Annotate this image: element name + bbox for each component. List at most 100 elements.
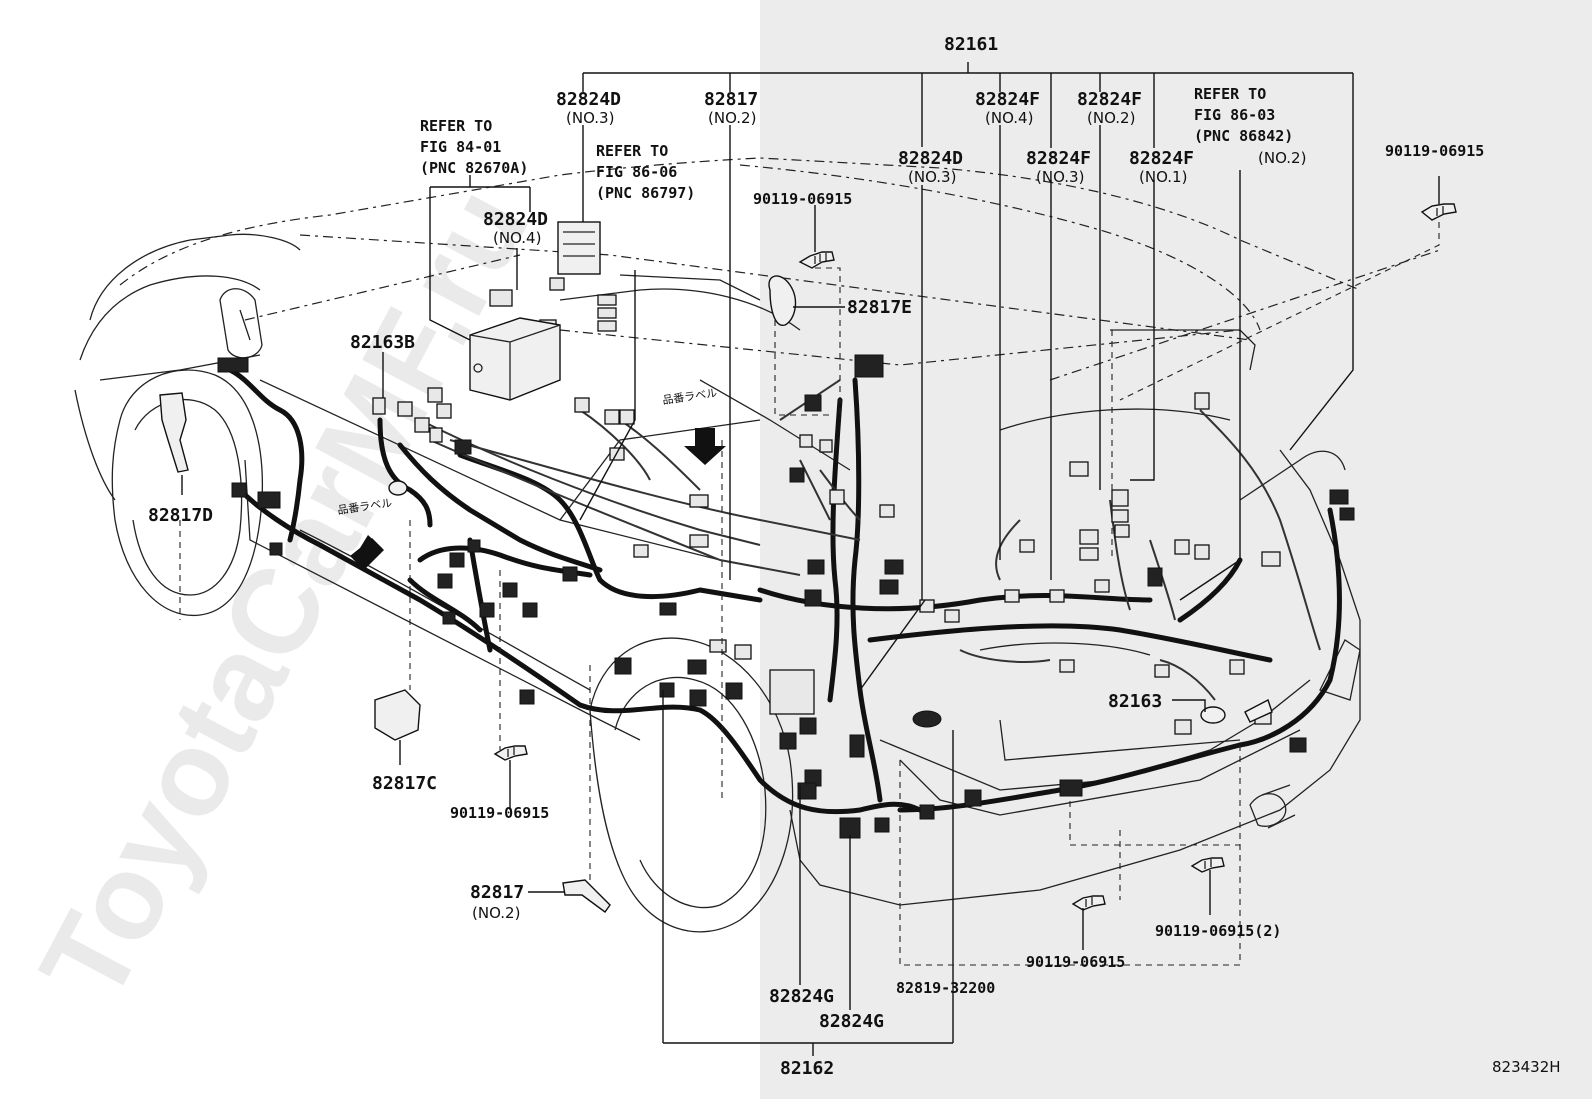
- connector: [779, 732, 797, 750]
- ref-note-line: (PNC 82670A): [420, 159, 528, 177]
- connector: [799, 717, 817, 735]
- connector: [1289, 737, 1307, 753]
- bolt-icon: [493, 745, 528, 761]
- connector: [1111, 509, 1129, 523]
- bracket-82817d: [159, 392, 189, 473]
- connector: [964, 789, 982, 807]
- part-label: 82162: [780, 1058, 834, 1079]
- connector: [597, 307, 617, 319]
- connector: [436, 403, 452, 419]
- connector: [217, 357, 249, 373]
- connector: [1339, 507, 1355, 521]
- part-label: 82824D: [898, 148, 963, 169]
- bolt-label: 90119-06915: [450, 804, 549, 822]
- connector: [919, 804, 935, 820]
- part-label: 82817: [470, 882, 524, 903]
- grommet-82163: [1200, 706, 1226, 724]
- connector: [597, 320, 617, 332]
- part-label: 82817E: [847, 297, 912, 318]
- control-module: [469, 317, 561, 401]
- connector: [467, 539, 481, 553]
- connector: [1174, 719, 1192, 735]
- ref-note-line: FIG 86-06: [596, 163, 677, 181]
- part-label: 82817D: [148, 505, 213, 526]
- connector: [874, 817, 890, 833]
- bolt-icon: [1071, 895, 1106, 911]
- connector: [619, 409, 635, 425]
- connector: [231, 482, 247, 498]
- connector: [597, 294, 617, 306]
- connector: [522, 602, 538, 618]
- connector: [1094, 579, 1110, 593]
- leader-lines: [181, 62, 1440, 1056]
- connector: [429, 427, 443, 443]
- bolt-label: 90119-06915(2): [1155, 922, 1281, 940]
- connector: [879, 579, 899, 595]
- connector: [614, 657, 632, 675]
- down-arrow-icon: [684, 428, 726, 465]
- connector: [397, 401, 413, 417]
- connector: [414, 417, 430, 433]
- figure-code: 823432H: [1492, 1058, 1561, 1076]
- connector: [849, 734, 865, 758]
- connector: [1059, 659, 1075, 673]
- parts: [159, 203, 1457, 913]
- part-label: 82163B: [350, 332, 415, 353]
- part-label: 82824F: [1026, 148, 1091, 169]
- connector: [442, 611, 456, 625]
- connector: [574, 397, 590, 413]
- ref-note-line: REFER TO: [420, 117, 492, 135]
- connector: [819, 439, 833, 453]
- connector: [804, 589, 822, 607]
- connector: [807, 559, 825, 575]
- part-label: 82824G: [769, 986, 834, 1007]
- connector: [1049, 589, 1065, 603]
- connector: [1114, 524, 1130, 538]
- connectors: [217, 277, 1355, 839]
- part-label: 82817C: [372, 773, 437, 794]
- connector: [1004, 589, 1020, 603]
- connector: [689, 534, 709, 548]
- connector: [689, 494, 709, 508]
- ref-note-line: FIG 86-03: [1194, 106, 1275, 124]
- connector: [944, 609, 960, 623]
- ref-note-line: (PNC 86842): [1194, 127, 1293, 145]
- ref-note-line: FIG 84-01: [420, 138, 501, 156]
- connector: [687, 659, 707, 675]
- junction-block: [769, 669, 815, 715]
- bolt-label: 90119-06915: [753, 190, 852, 208]
- connector: [659, 682, 675, 698]
- part-sublabel: (NO.3): [1036, 168, 1084, 186]
- grommet-82163b: [388, 480, 408, 496]
- bolt-icon: [798, 251, 835, 269]
- ref-note-sublabel: (NO.2): [1258, 149, 1306, 167]
- connector: [659, 602, 677, 616]
- connector: [709, 639, 727, 653]
- part-label: 82824F: [1129, 148, 1194, 169]
- ref-note-line: REFER TO: [596, 142, 668, 160]
- connector: [257, 491, 281, 509]
- connector: [1079, 547, 1099, 561]
- reference-notes: REFER TO FIG 84-01 (PNC 82670A) REFER TO…: [420, 85, 1306, 202]
- ref-note-line: (PNC 86797): [596, 184, 695, 202]
- connector: [502, 582, 518, 598]
- connector: [725, 682, 743, 700]
- part-label: 82161: [944, 34, 998, 55]
- part-sublabel: (NO.3): [566, 109, 614, 127]
- part-label: 82824D: [483, 209, 548, 230]
- connector: [489, 289, 513, 307]
- bolt-icon: [1420, 203, 1457, 221]
- connector: [604, 409, 620, 425]
- connector: [799, 434, 813, 448]
- connector: [1229, 659, 1245, 675]
- connector: [1079, 529, 1099, 545]
- connector: [479, 602, 495, 618]
- connector: [519, 689, 535, 705]
- connector: [1147, 567, 1163, 587]
- part-label: 82819-32200: [896, 979, 995, 997]
- connector: [372, 397, 386, 415]
- connector: [854, 354, 884, 378]
- connector: [804, 394, 822, 412]
- part-sublabel: (NO.4): [493, 229, 541, 247]
